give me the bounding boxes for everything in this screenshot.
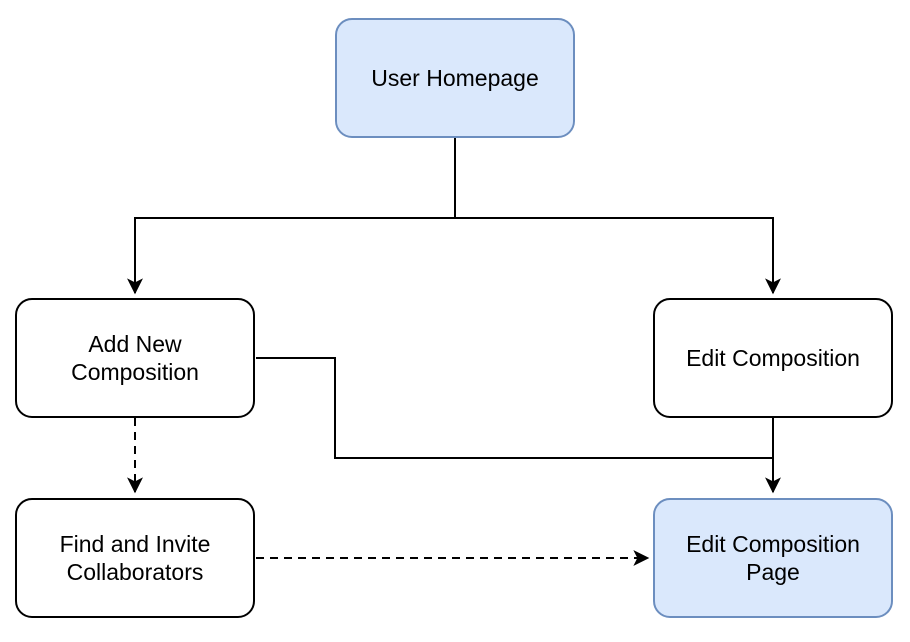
node-user-homepage-label: User Homepage (371, 64, 539, 91)
node-edit-composition-page-label: Edit Composition Page (686, 530, 860, 585)
node-find-and-invite-collaborators-label: Find and Invite Collaborators (59, 530, 211, 585)
node-edit-composition-page: Edit Composition Page (653, 498, 893, 618)
edge-user-homepage-to-edit-composition (454, 138, 781, 295)
node-user-homepage: User Homepage (335, 18, 575, 138)
edge-user-homepage-to-add-new-composition (127, 138, 456, 295)
node-edit-composition: Edit Composition (653, 298, 893, 418)
node-find-and-invite-collaborators: Find and Invite Collaborators (15, 498, 255, 618)
node-edit-composition-label: Edit Composition (686, 344, 860, 371)
node-add-new-composition: Add New Composition (15, 298, 255, 418)
node-add-new-composition-label: Add New Composition (71, 330, 199, 385)
edge-add-new-composition-to-edit-composition-page (256, 357, 773, 459)
